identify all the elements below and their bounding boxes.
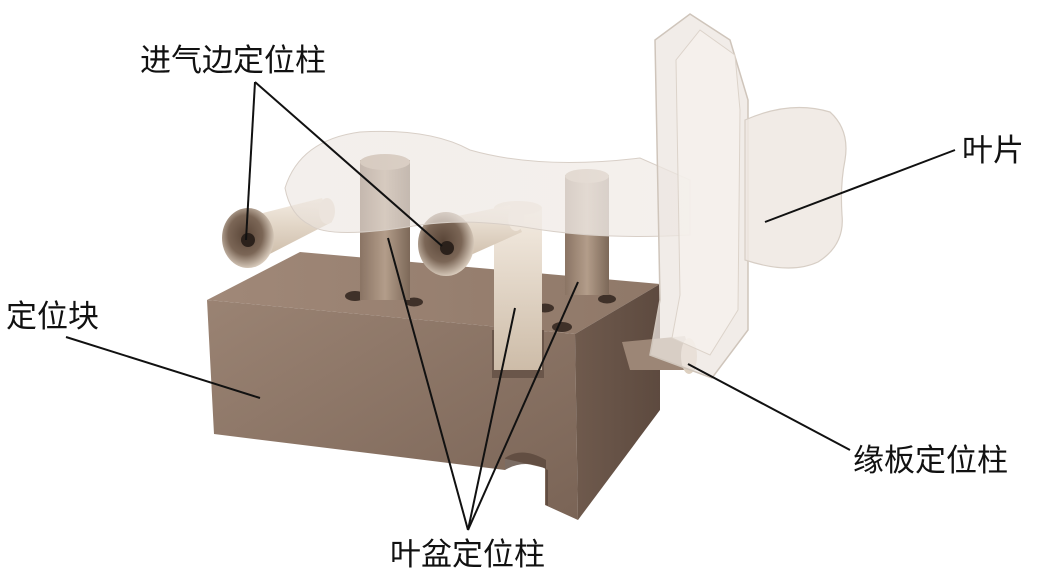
leader-leading-edge-left xyxy=(245,81,256,241)
callout-platform-pin: 缘板定位柱 xyxy=(853,443,1008,479)
blade xyxy=(284,13,847,379)
callout-locating-block: 定位块 xyxy=(6,299,99,335)
leader-pressure-side-left xyxy=(387,237,469,531)
leader-leading-edge-right xyxy=(254,81,443,247)
callout-leading-edge-pins: 进气边定位柱 xyxy=(140,43,326,79)
leader-blade xyxy=(764,149,956,223)
leader-locating-block xyxy=(65,336,261,399)
callout-blade: 叶片 xyxy=(962,133,1024,169)
leader-platform-pin xyxy=(687,363,851,451)
leader-lines xyxy=(65,81,956,531)
leader-pressure-side-right xyxy=(467,281,579,531)
leader-pressure-side-middle xyxy=(467,307,516,531)
callout-pressure-side-pins: 叶盆定位柱 xyxy=(390,537,545,573)
